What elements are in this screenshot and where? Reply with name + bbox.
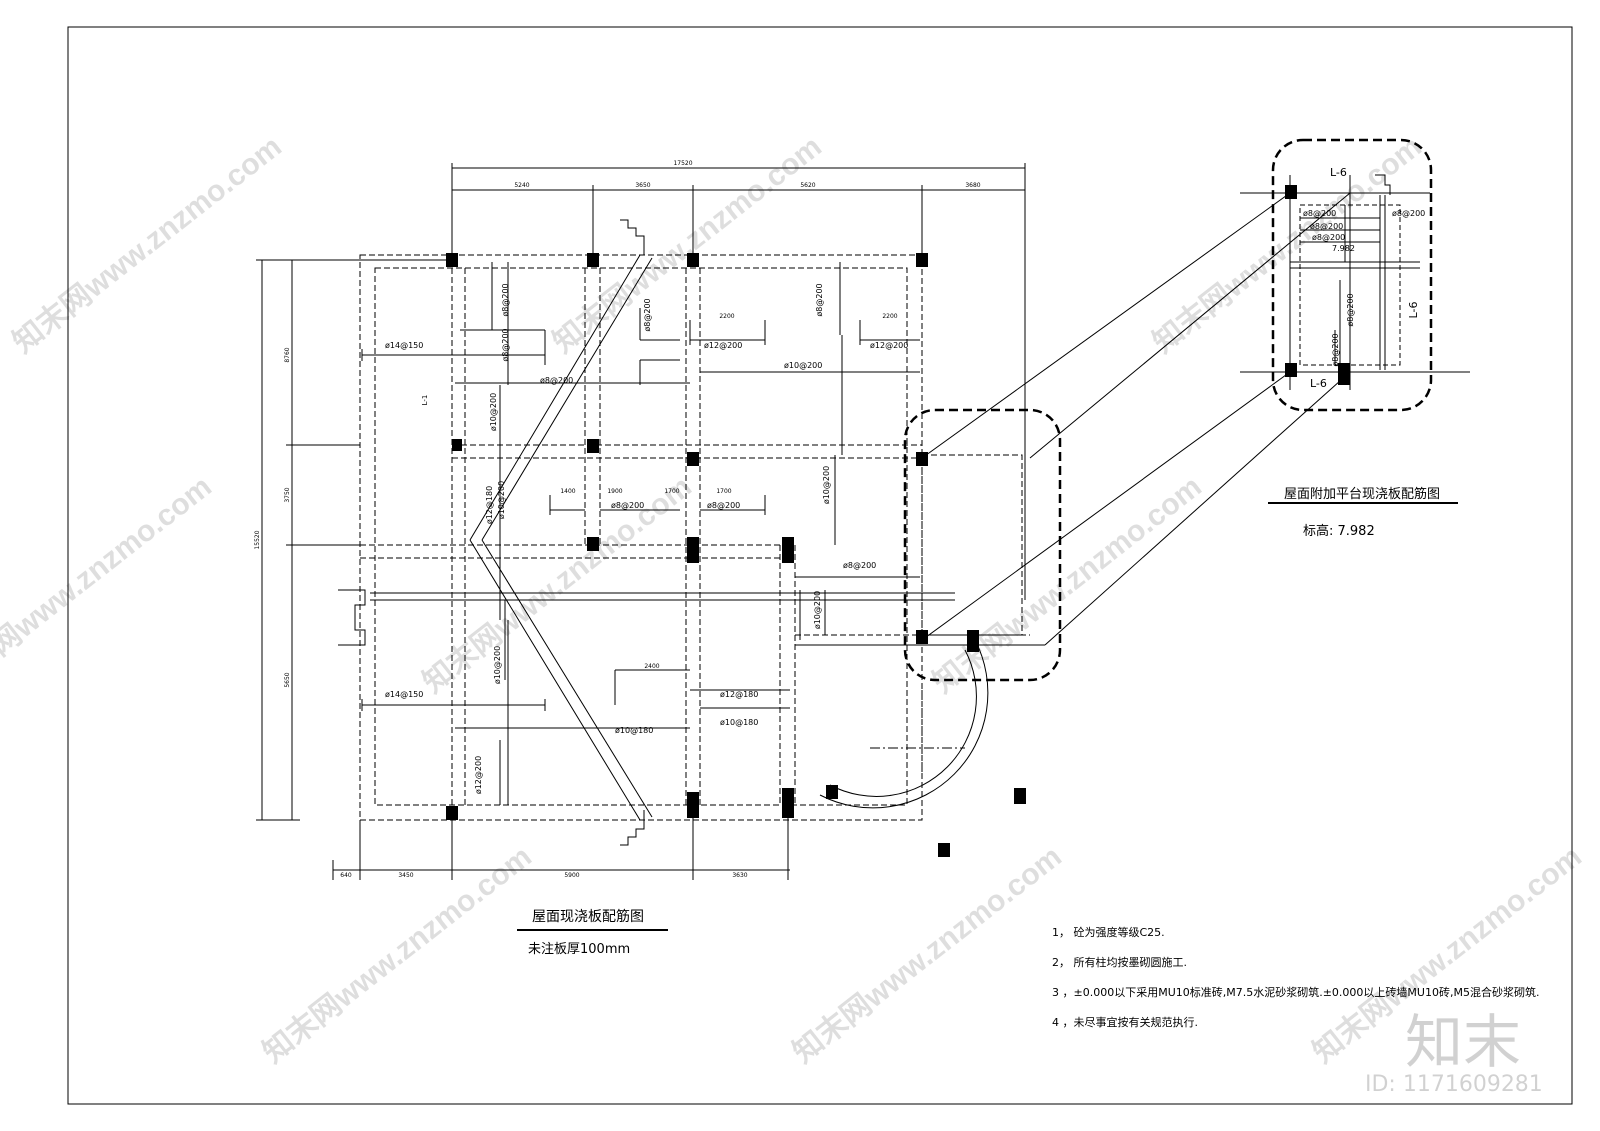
- rebar-label: ø8@200: [501, 328, 510, 361]
- main-plan-title: 屋面现浇板配筋图: [532, 909, 644, 925]
- rebar-label: ø10@200: [813, 591, 822, 629]
- detail-rebar-label: ø8@200: [1392, 209, 1425, 218]
- rebar-label: ø10@180: [720, 718, 758, 727]
- detail-elevation: 标高: 7.982: [1303, 524, 1375, 539]
- detail-labels: L-6 L-6 L-6 7.982 ø8@200 ø8@200 ø8@200 ø…: [1303, 166, 1425, 390]
- rebar-label: ø8@200: [843, 561, 876, 570]
- bottom-dim-2: 3450: [398, 872, 413, 879]
- rebar-label: ø8@200: [643, 298, 652, 331]
- detail-beam-label-right: L-6: [1407, 302, 1420, 319]
- watermark-logo: 知末: [1405, 1008, 1522, 1076]
- top-dim-2: 3650: [635, 182, 650, 189]
- plan-marker: L-1: [421, 395, 429, 406]
- main-dimension-labels: 17520 5240 3650 5620 3680 640 3450 5900 …: [254, 160, 981, 879]
- top-dim-3: 5620: [800, 182, 815, 189]
- rebar-label: ø10@200: [489, 393, 498, 431]
- detail-level-mark: 7.982: [1332, 244, 1355, 253]
- small-dim-1: 2200: [719, 313, 734, 320]
- small-dim-3: 2400: [644, 663, 659, 670]
- callout-leaders: [921, 192, 1351, 646]
- callout-cloud-main: [903, 408, 1062, 682]
- rebar-label: ø8@200: [540, 376, 573, 385]
- rebar-label: ø14@150: [385, 341, 423, 350]
- detail-rebar-label: ø8@200: [1303, 209, 1336, 218]
- rebar-label: ø12@200: [870, 341, 908, 350]
- rebar-label: ø14@150: [385, 690, 423, 699]
- top-dim-1: 5240: [514, 182, 529, 189]
- rebar-label: ø10@200: [493, 646, 502, 684]
- main-plan: [256, 163, 1045, 880]
- small-dim-7: 1700: [716, 488, 731, 495]
- detail-beam-label-bottom: L-6: [1310, 377, 1327, 390]
- left-dim-3: 5650: [284, 672, 291, 687]
- overall-height-dim: 15520: [254, 530, 261, 549]
- detail-rebar-label: ø8@200: [1312, 233, 1345, 242]
- rebar-label: ø12@200: [704, 341, 742, 350]
- rebar-label: ø8@200: [815, 283, 824, 316]
- rebar-label: ø8@200: [501, 283, 510, 316]
- rebar-label: ø12@180: [720, 690, 758, 699]
- detail-rebar-label: ø8@200: [1331, 333, 1340, 366]
- note-2: 2， 所有柱均按墨砌圆施工.: [1052, 956, 1187, 969]
- small-dim-2: 2200: [882, 313, 897, 320]
- rebar-label: ø12@180: [485, 486, 494, 524]
- sheet-border: [67, 26, 1573, 1105]
- note-4: 4 ，未尽事宜按有关规范执行.: [1052, 1016, 1198, 1029]
- callout-cloud-detail: [1271, 138, 1433, 412]
- small-dim-4: 1400: [560, 488, 575, 495]
- note-1: 1， 砼为强度等级C25.: [1052, 926, 1165, 939]
- left-dim-1: 8760: [284, 347, 291, 362]
- main-plan-subtitle: 未注板厚100mm: [528, 942, 631, 957]
- bottom-dim-1: 640: [340, 872, 352, 879]
- detail-plan: [1240, 174, 1470, 390]
- detail-rebar-label: ø8@200: [1310, 222, 1343, 231]
- note-3: 3 ，±0.000以下采用MU10标准砖,M7.5水泥砂浆砌筑.±0.000以上…: [1052, 986, 1540, 999]
- top-dim-4: 3680: [965, 182, 980, 189]
- rebar-label: ø8@200: [707, 501, 740, 510]
- rebar-label: ø12@200: [474, 756, 483, 794]
- detail-title: 屋面附加平台现浇板配筋图: [1284, 487, 1441, 502]
- rebar-label: ø8@200: [611, 501, 644, 510]
- small-dim-6: 1900: [607, 488, 622, 495]
- rebar-label: ø10@200: [497, 481, 506, 519]
- bottom-dim-3: 5900: [564, 872, 579, 879]
- overall-width-dim: 17520: [673, 160, 692, 167]
- left-dim-2: 3750: [284, 487, 291, 502]
- rebar-label: ø10@200: [822, 466, 831, 504]
- rebar-label: ø10@180: [615, 726, 653, 735]
- bottom-dim-4: 3630: [732, 872, 747, 879]
- main-rebar-labels: ø14@150 ø14@150 ø8@200 ø8@200 ø8@200 ø8@…: [385, 283, 908, 794]
- watermark-id: ID: 1171609281: [1365, 1072, 1543, 1097]
- detail-rebar-label: ø8@200: [1346, 293, 1355, 326]
- small-dim-5: 1700: [664, 488, 679, 495]
- detail-beam-label-top: L-6: [1330, 166, 1347, 179]
- rebar-label: ø10@200: [784, 361, 822, 370]
